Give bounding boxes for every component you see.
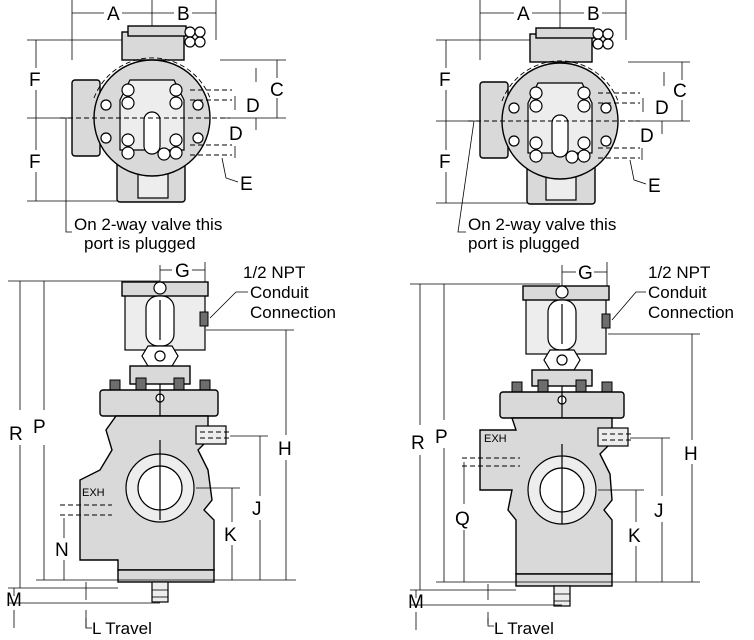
dim-label-m: M bbox=[6, 590, 22, 611]
dim-label-p: P bbox=[435, 427, 448, 448]
travel-label: L Travel bbox=[494, 619, 554, 638]
travel-label: L Travel bbox=[92, 619, 152, 638]
dim-label-e: E bbox=[648, 176, 661, 197]
exh-label: EXH bbox=[484, 433, 507, 445]
dim-label-e: E bbox=[240, 174, 253, 195]
dim-label-d: D bbox=[655, 98, 669, 119]
dim-label-a: A bbox=[107, 4, 120, 25]
dim-label-c: C bbox=[673, 81, 687, 102]
dim-label-n: N bbox=[55, 540, 69, 561]
dim-label-r: R bbox=[9, 424, 23, 445]
dim-label-f: F bbox=[29, 70, 41, 91]
dim-label-c: C bbox=[270, 80, 284, 101]
dim-label-m: M bbox=[408, 592, 424, 613]
dim-label-a: A bbox=[517, 4, 530, 25]
plugged-note-line1: On 2-way valve this bbox=[468, 215, 616, 234]
dim-label-f: F bbox=[439, 70, 451, 91]
dim-label-d: D bbox=[246, 96, 260, 117]
conduit-note-line1: 1/2 NPT bbox=[243, 263, 305, 282]
dim-label-p: P bbox=[33, 417, 46, 438]
dim-label-h: H bbox=[278, 439, 292, 460]
dim-label-k: K bbox=[628, 526, 641, 547]
dim-label-k: K bbox=[224, 525, 237, 546]
dim-label-f: F bbox=[29, 152, 41, 173]
dim-label-d: D bbox=[640, 126, 654, 147]
dim-label-q: Q bbox=[455, 509, 470, 530]
dim-label-g: G bbox=[175, 261, 190, 282]
right-top-view: A B F F bbox=[436, 0, 690, 253]
right-side-view: G 1/2 NPT Conduit Connection R P H bbox=[408, 262, 734, 638]
dim-label-j: J bbox=[654, 501, 664, 522]
conduit-note-line2: Conduit bbox=[648, 283, 707, 302]
dim-label-g: G bbox=[578, 263, 593, 284]
dim-label-b: B bbox=[587, 4, 600, 25]
conduit-note-line3: Connection bbox=[648, 303, 734, 322]
dim-label-b: B bbox=[177, 4, 190, 25]
left-top-view: A B F F bbox=[27, 0, 286, 253]
conduit-note-line1: 1/2 NPT bbox=[648, 263, 710, 282]
plugged-note-line2: port is plugged bbox=[468, 234, 580, 253]
dim-label-r: R bbox=[411, 433, 425, 454]
dim-label-j: J bbox=[252, 499, 262, 520]
dim-label-d: D bbox=[229, 124, 243, 145]
plugged-note-line1: On 2-way valve this bbox=[74, 215, 222, 234]
conduit-note-line3: Connection bbox=[250, 303, 336, 322]
conduit-note-line2: Conduit bbox=[250, 283, 309, 302]
exh-label: EXH bbox=[82, 487, 105, 499]
plugged-note-line2: port is plugged bbox=[84, 234, 196, 253]
dim-label-f: F bbox=[439, 152, 451, 173]
left-side-view: G 1/2 NPT Conduit Connection R P H bbox=[6, 261, 336, 638]
dim-label-h: H bbox=[684, 444, 698, 465]
